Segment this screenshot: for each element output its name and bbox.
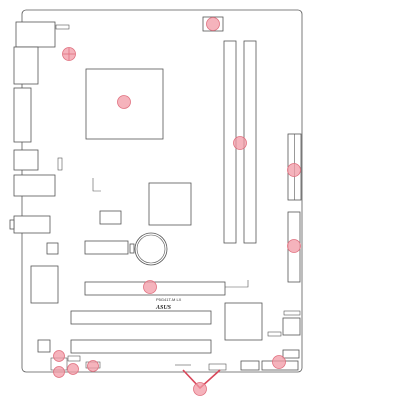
hotspot-chassis-fan-header[interactable] — [87, 360, 99, 372]
cmos-battery-inner — [136, 234, 166, 264]
hotspot-front-panel-header[interactable] — [193, 382, 207, 396]
bottom-right-header — [282, 349, 300, 359]
pin-header-top-left — [55, 24, 70, 30]
hotspot-ide-connector[interactable] — [272, 355, 286, 369]
io-audio-port — [13, 174, 56, 197]
pin-header-small-left — [57, 157, 63, 171]
battery-clip — [129, 243, 135, 254]
southbridge-chip — [224, 302, 263, 341]
hotspot-eatx-power-connector[interactable] — [287, 163, 301, 177]
hotspot-pcie-x16-slot[interactable] — [143, 280, 157, 294]
io-com-port — [13, 215, 51, 234]
board-brand-label: ASUS — [155, 305, 172, 311]
hotspot-cpu-socket[interactable] — [117, 95, 131, 109]
bottom-header-panel — [208, 363, 227, 371]
hotspot-spdif-header[interactable] — [53, 366, 65, 378]
bottom-connector-1 — [240, 360, 260, 371]
ide-connector-body — [84, 240, 129, 255]
io-ps2-port — [15, 21, 56, 48]
hotspot-dimm-slot[interactable] — [233, 136, 247, 150]
bottom-header-spdif — [67, 355, 81, 362]
hotspot-front-audio-header[interactable] — [53, 350, 65, 362]
cmos-battery — [134, 232, 168, 266]
pci-slot-2 — [70, 339, 212, 354]
io-vga-port — [13, 46, 39, 85]
io-lan-port — [13, 149, 39, 171]
io-port-tab — [9, 219, 15, 230]
small-chip — [99, 210, 122, 225]
pci-slot-1 — [70, 310, 212, 325]
small-bracket — [92, 178, 101, 192]
northbridge-chip — [148, 182, 192, 226]
right-small-box — [282, 317, 301, 336]
pcie-latch — [225, 280, 249, 288]
io-usb-port-stack — [13, 87, 32, 143]
hotspot-atx12v-connector[interactable] — [206, 17, 220, 31]
bottom-left-square — [37, 339, 51, 353]
hotspot-sata-connectors[interactable] — [287, 239, 301, 253]
left-small-square — [46, 242, 59, 255]
board-model-label: P5G41T-M LX — [156, 297, 182, 302]
small-header-near-chip — [267, 331, 282, 337]
audio-codec-area — [30, 265, 59, 304]
right-pin-header — [283, 310, 301, 316]
hotspot-usb-header[interactable] — [67, 363, 79, 375]
